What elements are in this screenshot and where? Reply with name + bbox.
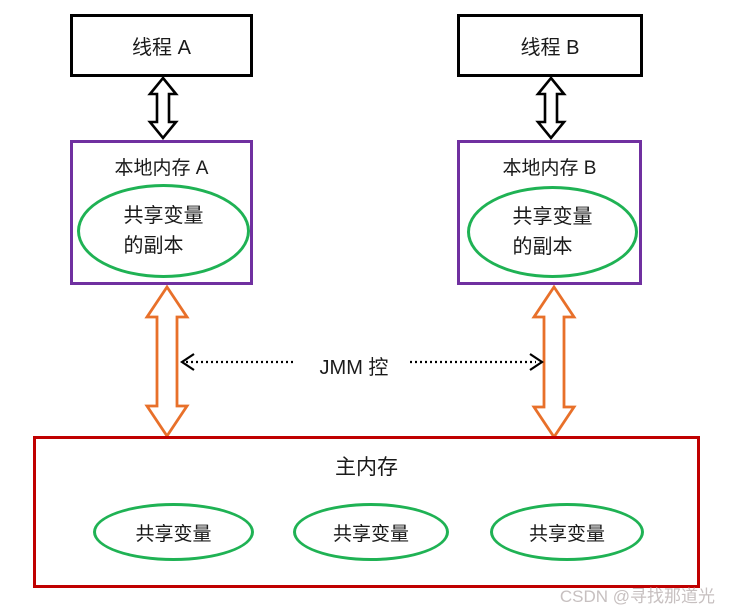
local-memory-b-box: 本地内存 B 共享变量 的副本 <box>457 140 642 285</box>
main-memory-title: 主内存 <box>335 456 398 479</box>
thread-a-box: 线程 A <box>70 14 253 77</box>
main-memory-shared-var-ellipse-3: 共享变量 <box>490 503 644 561</box>
jmm-control-label: JMM 控 <box>319 357 389 379</box>
main-memory-box: 主内存 共享变量 共享变量 共享变量 <box>33 436 700 588</box>
local-memory-b-shared-copy-ellipse: 共享变量 的副本 <box>467 186 638 278</box>
shared-copy-line2: 的副本 <box>512 236 573 258</box>
shared-copy-line1: 共享变量 <box>512 206 593 228</box>
thread-b-local-b-arrow <box>535 75 567 141</box>
local-a-main-memory-arrow <box>144 284 190 439</box>
shared-var-label: 共享变量 <box>135 523 212 545</box>
local-memory-a-shared-copy-ellipse: 共享变量 的副本 <box>77 184 250 278</box>
csdn-watermark: CSDN @寻找那道光 <box>559 587 715 606</box>
local-memory-a-box: 本地内存 A 共享变量 的副本 <box>70 140 253 285</box>
shared-var-label: 共享变量 <box>528 523 605 545</box>
local-memory-a-shared-copy-label: 共享变量 的副本 <box>124 201 204 261</box>
jmm-arrowhead-right <box>529 353 544 371</box>
local-memory-b-shared-copy-label: 共享变量 的副本 <box>513 202 593 262</box>
shared-copy-line2: 的副本 <box>123 235 184 257</box>
local-b-main-memory-arrow <box>531 284 577 440</box>
main-memory-shared-var-ellipse-1: 共享变量 <box>93 503 254 561</box>
shared-copy-line1: 共享变量 <box>123 205 204 227</box>
thread-b-box: 线程 B <box>457 14 643 77</box>
local-memory-b-title: 本地内存 B <box>502 158 597 179</box>
thread-a-local-a-arrow <box>147 75 179 141</box>
thread-b-label: 线程 B <box>520 37 580 59</box>
jmm-arrowhead-left <box>180 353 195 371</box>
local-memory-a-title: 本地内存 A <box>114 158 209 179</box>
thread-a-label: 线程 A <box>132 37 191 59</box>
shared-var-label: 共享变量 <box>332 523 409 545</box>
main-memory-shared-var-ellipse-2: 共享变量 <box>293 503 449 561</box>
